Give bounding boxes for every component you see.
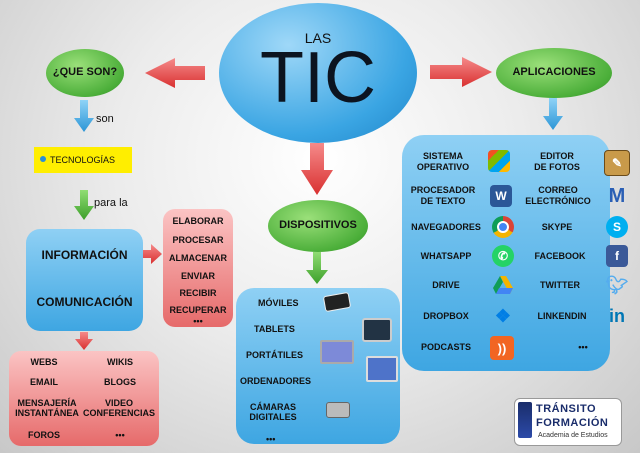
logo-line3: Academia de Estudios [538, 432, 608, 439]
gmail-icon: M [608, 184, 626, 207]
logo-box [514, 398, 622, 446]
app-linkedin: LINKENDIN [537, 311, 587, 321]
info-comm-box [26, 229, 143, 331]
app-sistema-line1: SISTEMA [422, 151, 463, 161]
app-navegadores: NAVEGADORES [411, 222, 481, 232]
aplicaciones-ellipse [496, 48, 612, 98]
device-camaras-line2: DIGITALES [249, 412, 297, 422]
app-facebook: FACEBOOK [534, 251, 586, 261]
dispositivos-ellipse [268, 200, 368, 252]
dispositivos-label: DISPOSITIVOS [279, 219, 357, 231]
arrow-down-comm-tools [75, 332, 93, 350]
device-camaras-line1: CÁMARAS [250, 402, 296, 412]
que-son-ellipse [46, 49, 124, 97]
tool-wikis: WIKIS [107, 357, 133, 367]
comm-tools-box [9, 351, 159, 446]
logo-line2: FORMACIÓN [536, 417, 609, 429]
action-more: ••• [193, 316, 203, 326]
app-editor-line1: EDITOR [540, 151, 574, 161]
device-moviles: MÓVILES [258, 298, 299, 308]
actions-box [163, 209, 233, 327]
tool-video-line2: CONFERENCIAS [82, 408, 155, 418]
linkedin-icon: in [609, 305, 625, 326]
app-editor-line2: DE FOTOS [534, 162, 580, 172]
tecnologias-label: TECNOLOGÍAS [50, 155, 116, 165]
rss-icon: )) [490, 336, 514, 360]
action-item: RECUPERAR [169, 305, 227, 315]
laptop-icon [320, 340, 354, 364]
central-ellipse [219, 3, 417, 143]
app-correo-line1: CORREO [538, 185, 578, 195]
app-correo-line2: ELECTRÓNICO [525, 196, 591, 206]
logo-mark-icon [518, 402, 532, 438]
whatsapp-icon: ✆ [492, 245, 514, 267]
app-sistema-line2: OPERATIVO [416, 162, 470, 172]
device-more: ••• [266, 434, 276, 444]
tool-email: EMAIL [30, 377, 58, 387]
photo-editor-icon: ✎ [604, 150, 630, 176]
dropbox-icon: ❖ [494, 305, 512, 326]
device-ordenadores: ORDENADORES [240, 376, 312, 386]
app-skype: SKYPE [541, 222, 573, 232]
app-dropbox: DROPBOX [423, 311, 469, 321]
word-icon: W [490, 185, 512, 207]
app-drive: DRIVE [432, 280, 460, 290]
action-item: RECIBIR [179, 288, 217, 298]
logo-line1: TRÁNSITO [536, 403, 597, 415]
tool-more: ••• [115, 430, 125, 440]
twitter-icon: 🐦︎ [605, 274, 629, 295]
device-portatiles: PORTÁTILES [246, 350, 304, 360]
comunicacion-label: COMUNICACIÓN [36, 295, 133, 309]
tool-foros: FOROS [27, 430, 60, 440]
tablet-icon [362, 318, 392, 342]
title-tic: TIC [260, 38, 376, 118]
app-whatsapp: WHATSAPP [420, 251, 472, 261]
action-item: PROCESAR [172, 235, 224, 245]
arrow-left-que-son [145, 58, 205, 88]
aplicaciones-label: APLICACIONES [512, 66, 596, 78]
arrow-down-apps [543, 98, 563, 130]
camera-icon [326, 402, 350, 418]
app-procesador-line1: PROCESADOR [410, 185, 476, 195]
tool-mensajeria-line1: MENSAJERÍA [17, 398, 77, 408]
arrow-right-aplicaciones [430, 57, 492, 87]
app-more: ••• [578, 342, 588, 352]
tool-mensajeria-line2: INSTANTÁNEA [15, 408, 79, 418]
informacion-label: INFORMACIÓN [41, 248, 128, 262]
arrow-down-para-la [74, 190, 94, 220]
tool-webs: WEBS [30, 357, 58, 367]
arrow-down-dispositivos [301, 143, 333, 195]
para-la-label: para la [94, 197, 128, 209]
windows-icon [488, 150, 510, 172]
action-item: ALMACENAR [169, 253, 227, 263]
action-item: ELABORAR [172, 216, 224, 226]
app-twitter: TWITTER [540, 280, 580, 290]
son-label: son [96, 113, 114, 125]
tool-video-line1: VIDEO [104, 398, 133, 408]
title-las: LAS [304, 30, 332, 46]
skype-icon: S [606, 216, 628, 238]
bullet-icon [40, 156, 46, 162]
chrome-icon [492, 216, 514, 238]
app-podcasts: PODCASTS [420, 342, 471, 352]
drive-glyph [493, 276, 513, 294]
arrow-right-actions [143, 244, 162, 264]
drive-icon [492, 274, 514, 296]
tool-blogs: BLOGS [103, 377, 136, 387]
facebook-icon: f [606, 245, 628, 267]
que-son-label: ¿QUE SON? [52, 66, 118, 78]
device-tablets: TABLETS [254, 324, 295, 334]
app-procesador-line2: DE TEXTO [420, 196, 466, 206]
arrow-down-devices [306, 252, 328, 284]
arrow-down-son [74, 100, 94, 132]
action-item: ENVIAR [180, 271, 215, 281]
tecnologias-box: TECNOLOGÍAS [34, 147, 132, 173]
desktop-icon [366, 356, 398, 382]
